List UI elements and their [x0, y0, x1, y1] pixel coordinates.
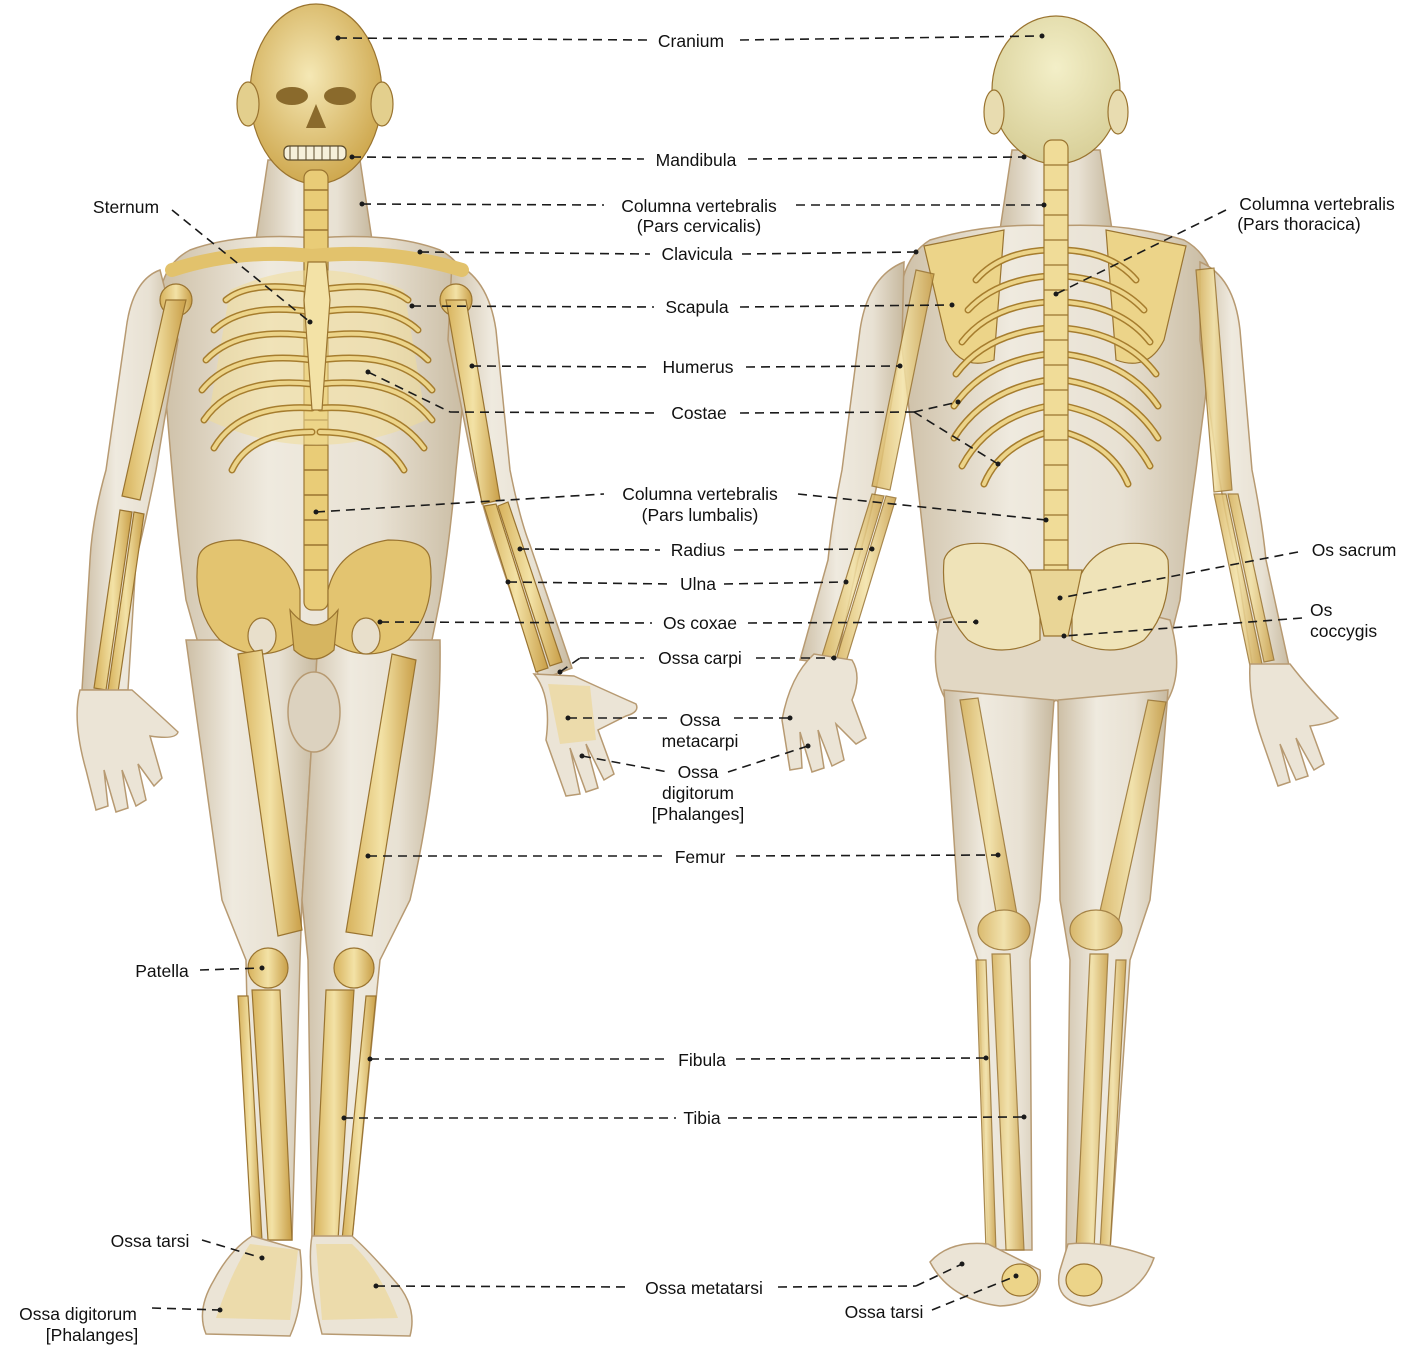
label-femur: Femur: [675, 847, 726, 867]
label-ossa-digitorum-hand-1: Ossa: [678, 762, 719, 782]
label-pars-thoracica: (Pars thoracica): [1237, 214, 1361, 234]
label-ossa-tarsi-back: Ossa tarsi: [845, 1302, 924, 1322]
label-ossa-metacarpi-2: metacarpi: [662, 731, 739, 751]
label-costae: Costae: [671, 403, 726, 423]
label-ossa-digitorum-foot-2: [Phalanges]: [46, 1325, 138, 1345]
label-os-coccygis-2: coccygis: [1310, 621, 1377, 641]
label-radius: Radius: [671, 540, 726, 560]
label-pars-cervicalis: (Pars cervicalis): [637, 216, 761, 236]
label-fibula: Fibula: [678, 1050, 726, 1070]
label-os-sacrum: Os sacrum: [1312, 540, 1397, 560]
label-columna-thoracica: Columna vertebralis: [1239, 194, 1395, 214]
label-sternum: Sternum: [93, 197, 159, 217]
label-mandibula: Mandibula: [656, 150, 737, 170]
label-ossa-metacarpi-1: Ossa: [680, 710, 721, 730]
label-pars-lumbalis: (Pars lumbalis): [642, 505, 759, 525]
label-os-coxae: Os coxae: [663, 613, 737, 633]
label-clavicula: Clavicula: [662, 244, 733, 264]
back-spine: [1044, 140, 1068, 610]
label-ossa-digitorum-foot-1: Ossa digitorum: [19, 1304, 137, 1324]
label-patella: Patella: [135, 961, 189, 981]
label-ossa-carpi: Ossa carpi: [658, 648, 742, 668]
label-columna-cervicalis: Columna vertebralis: [621, 196, 777, 216]
label-ossa-tarsi-front: Ossa tarsi: [111, 1231, 190, 1251]
label-scapula: Scapula: [665, 297, 729, 317]
label-ossa-metatarsi: Ossa metatarsi: [645, 1278, 763, 1298]
label-ulna: Ulna: [680, 574, 716, 594]
label-columna-lumbalis: Columna vertebralis: [622, 484, 778, 504]
label-tibia: Tibia: [683, 1108, 721, 1128]
front-figure: [77, 4, 637, 1336]
label-humerus: Humerus: [663, 357, 734, 377]
label-ossa-digitorum-hand-2: digitorum: [662, 783, 734, 803]
label-os-coccygis-1: Os: [1310, 600, 1333, 620]
label-cranium: Cranium: [658, 31, 724, 51]
label-ossa-digitorum-hand-3: [Phalanges]: [652, 804, 744, 824]
